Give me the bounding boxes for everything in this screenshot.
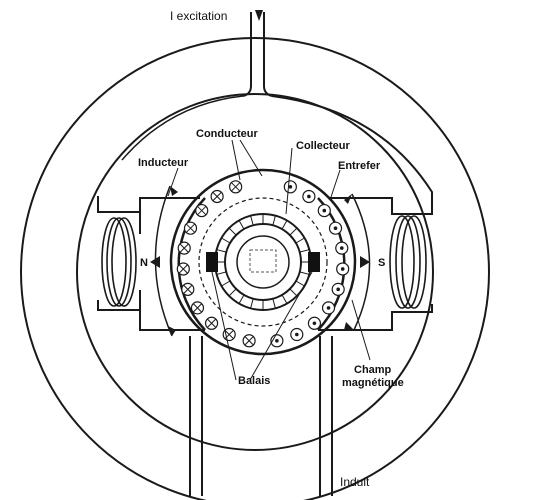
field-winding-wire-left [121,95,244,161]
commutator-segment [216,249,227,253]
commutator-segment [228,227,237,236]
commutator-segment [221,237,231,244]
commutator-segments [215,214,311,310]
field-winding-wire [271,95,433,206]
commutator-segment [289,227,298,236]
label-inducteur: Inducteur [138,157,189,169]
conductor-cross-stroke [183,285,193,294]
shaft-marking [249,249,277,273]
conductor-cross-stroke [244,336,254,346]
conductor-cross-stroke [197,206,207,215]
right-brush [308,252,320,272]
conductor-dot-center [333,226,338,230]
commutator-segment [221,280,231,287]
conductor-dot-center [275,338,279,343]
shaft [236,235,290,289]
commutator-segment [289,288,298,297]
label-conducteur: Conducteur [196,128,258,140]
conductor-cross-stroke [207,318,216,328]
housing-inner-ring [76,93,434,451]
excitation-arrow [255,10,263,21]
left-pole-face [177,197,206,331]
commutator-segment [281,294,288,304]
conductors [176,180,350,348]
commutator-segment [250,298,254,309]
flux-line-left [154,185,173,337]
conductor-dot-center [295,332,299,337]
leader-lines [167,139,371,381]
left-coil [101,217,137,307]
commutator-segment [238,220,245,230]
right-pole-piece [318,197,433,331]
commutator-segment [272,215,276,226]
conductor-cross-stroke [193,303,202,313]
armature-inner [198,197,328,327]
commutator-segment [299,249,310,253]
commutator-segment [281,220,288,230]
conductor-dot-center [312,321,317,326]
conductor-dot-center [288,185,293,189]
outer-housing [20,37,490,500]
commutator-segment [295,280,305,287]
conductor-dot-center [336,287,340,292]
conductor-dot-center [326,306,331,310]
armature-outer [169,168,357,356]
left-brush [206,252,218,272]
left-pole-piece [97,196,205,331]
excitation-leads [242,12,273,97]
conductor-dot-center [339,246,344,250]
commutator-segment [272,298,276,309]
conductor-cross-stroke [179,243,189,253]
conductor-cross-stroke [178,264,188,274]
flux-line-right [351,193,371,331]
label-collecteur: Collecteur [296,140,351,152]
armature-leads [189,336,333,496]
conductor-cross-stroke [231,182,240,192]
commutator-segment [299,271,310,275]
label-pole-n: N [140,257,148,269]
label-champ: Champ [354,364,392,376]
conductor-dot-center [322,208,327,213]
label-magnetique: magnétique [342,377,404,389]
label-excitation: I excitation [170,9,227,23]
conductor-dot-center [307,194,311,199]
commutator-segment [216,271,227,275]
label-balais: Balais [238,375,270,387]
conductor-cross-stroke [212,192,222,201]
label-entrefer: Entrefer [338,160,381,172]
label-induit: Induit [340,475,370,489]
conductor-cross-stroke [186,223,195,233]
conductor-dot-center [340,267,345,271]
commutator-segment [295,237,305,244]
right-coil [389,215,427,309]
commutator-segment [238,294,245,304]
commutator-segment [250,215,254,226]
label-pole-s: S [378,257,385,269]
commutator-segment [228,288,237,297]
